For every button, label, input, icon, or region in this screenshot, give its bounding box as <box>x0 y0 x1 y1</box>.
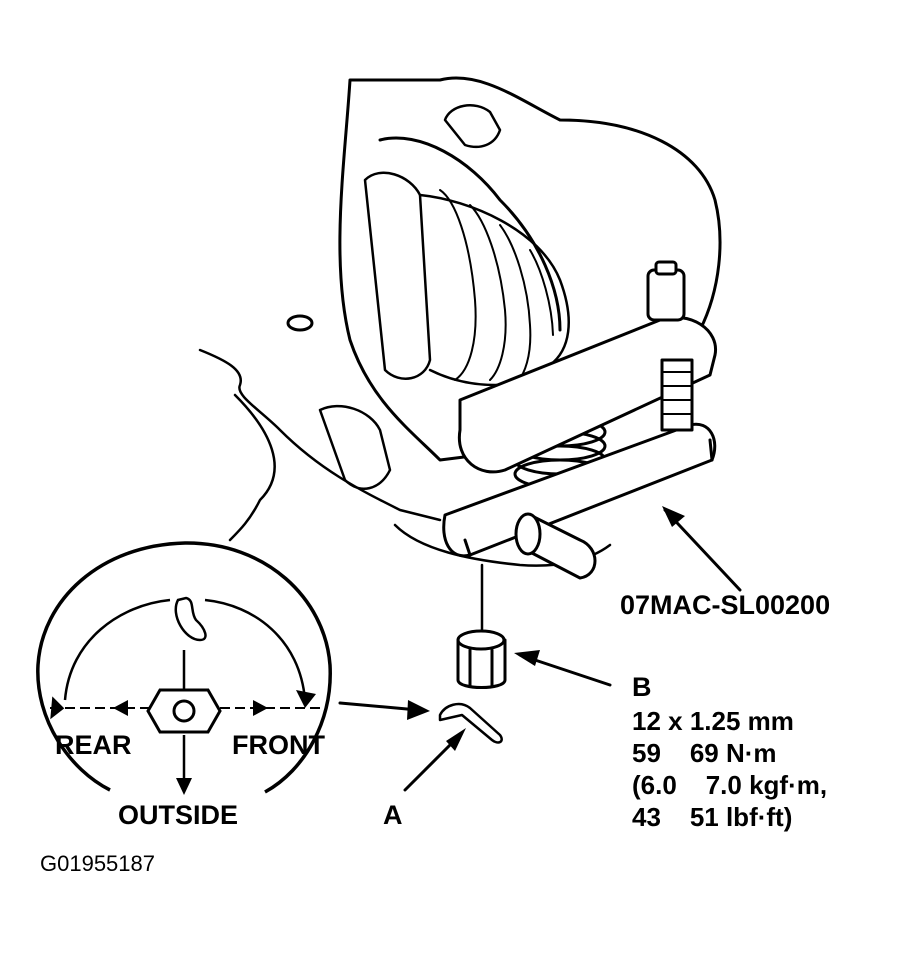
knuckle-hole <box>286 314 314 332</box>
tool-part-number: 07MAC-SL00200 <box>620 590 831 620</box>
front-arc-arrowhead <box>296 690 316 708</box>
rear-label: REAR <box>55 730 132 760</box>
spec-line: 12 x 1.25 mm <box>632 706 794 736</box>
orientation-inset <box>36 541 332 794</box>
inset-arrowhead <box>407 700 430 720</box>
spec-line: 43 51 lbf·ft) <box>632 802 793 832</box>
tool-leader-line <box>663 508 742 592</box>
cotter-pin-icon <box>174 596 207 690</box>
knuckle-bracket <box>443 104 502 149</box>
lower-arm-edge <box>318 404 392 490</box>
rear-arc-arrowhead <box>50 696 65 720</box>
inset-circle <box>36 541 332 794</box>
outside-label: OUTSIDE <box>118 800 239 830</box>
nut-arrowhead <box>514 650 540 666</box>
cotter-pin <box>438 702 503 744</box>
rotation-arc-left <box>63 598 171 701</box>
front-label: FRONT <box>232 730 325 760</box>
castle-nut <box>456 629 507 689</box>
pin-arrowhead <box>446 728 466 751</box>
nut-hex-icon <box>146 688 222 734</box>
figure-code: G01955187 <box>40 851 155 876</box>
callout-b-label: B <box>632 672 652 702</box>
callout-a-label: A <box>383 800 403 830</box>
nut-center-icon <box>172 699 196 723</box>
knuckle-inner <box>378 136 562 332</box>
tool-arrowhead <box>662 506 685 527</box>
outside-arrowhead <box>176 778 192 795</box>
cv-boot <box>363 171 570 387</box>
spec-line: 59 69 N·m <box>632 738 777 768</box>
rear-arrowhead <box>113 700 128 716</box>
front-arrowhead <box>253 700 268 716</box>
ball-joint-remover-tool <box>442 260 717 580</box>
rotation-arc-right <box>204 598 307 701</box>
spec-line: (6.0 7.0 kgf·m, <box>632 770 828 800</box>
inset-to-pin-arrow <box>338 701 420 712</box>
